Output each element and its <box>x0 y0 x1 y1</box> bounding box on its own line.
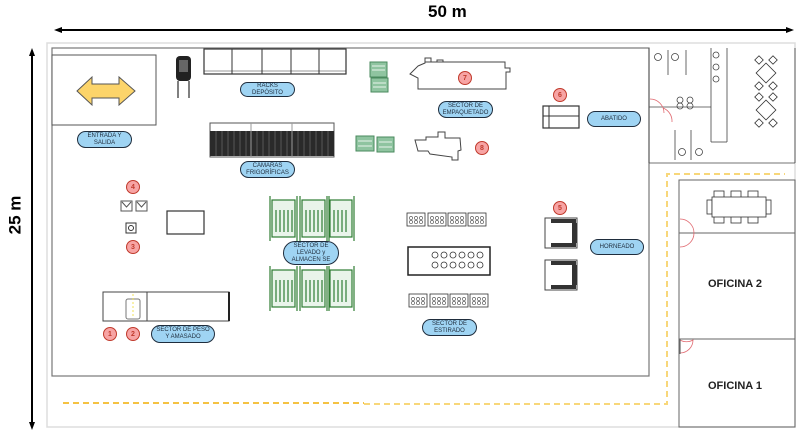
kneading-line <box>102 291 230 322</box>
label-abatido: ABATIDO <box>587 111 641 127</box>
pallets-top <box>355 61 395 153</box>
stretching-table <box>407 246 491 276</box>
camaras-frigorificas <box>209 122 335 158</box>
width-dimension-arrow <box>54 27 794 33</box>
height-dimension-arrow <box>29 48 35 430</box>
office-1-label: OFICINA 1 <box>708 380 762 392</box>
office2-door <box>679 218 695 248</box>
forklift-icon <box>176 56 191 98</box>
office-2-label: OFICINA 2 <box>708 278 762 290</box>
marker-2: 2 <box>126 327 140 341</box>
racks-deposito <box>203 48 347 75</box>
label-entrada-salida: ENTRADA Y SALIDA <box>77 131 132 148</box>
marker-3: 3 <box>126 240 140 254</box>
marker-6: 6 <box>553 88 567 102</box>
label-racks-deposito: RACKS DEPÓSITO <box>240 82 295 97</box>
ovens <box>544 217 578 291</box>
marker-7: 7 <box>458 71 472 85</box>
production-hall <box>51 47 650 377</box>
restrooms <box>648 48 796 164</box>
label-sector-levado: SECTOR DE LEVADO y ALMACEN SE <box>283 241 339 265</box>
label-sector-empaquetado: SECTOR DE EMPAQUETADO <box>438 101 493 118</box>
label-sector-peso-amasado: SECTOR DE PESO Y AMASADO <box>151 325 215 343</box>
office-block <box>678 179 796 428</box>
height-label: 25 m <box>5 195 25 235</box>
width-label: 50 m <box>428 2 467 21</box>
meeting-table <box>706 190 772 224</box>
scales-icon <box>120 200 148 212</box>
work-table <box>166 210 205 235</box>
label-camaras-frigorificas: CÁMARAS FRIGORÍFICAS <box>240 161 295 178</box>
machine-8 <box>414 131 462 161</box>
double-arrow-icon <box>76 75 136 107</box>
marker-1: 1 <box>103 327 117 341</box>
abatido-cabinet <box>542 105 580 129</box>
evacuation-route <box>63 173 785 405</box>
marker-8: 8 <box>475 141 489 155</box>
label-horneado: HORNEADO <box>590 239 644 255</box>
office1-door <box>679 339 694 354</box>
mixer-icon <box>125 222 137 234</box>
tray-dots <box>409 216 486 305</box>
marker-5: 5 <box>553 201 567 215</box>
restroom-door <box>649 98 673 123</box>
label-sector-estirado: SECTOR DE ESTIRADO <box>422 319 477 336</box>
levado-racks <box>269 196 355 311</box>
dining-tables <box>754 55 778 128</box>
marker-4: 4 <box>126 180 140 194</box>
